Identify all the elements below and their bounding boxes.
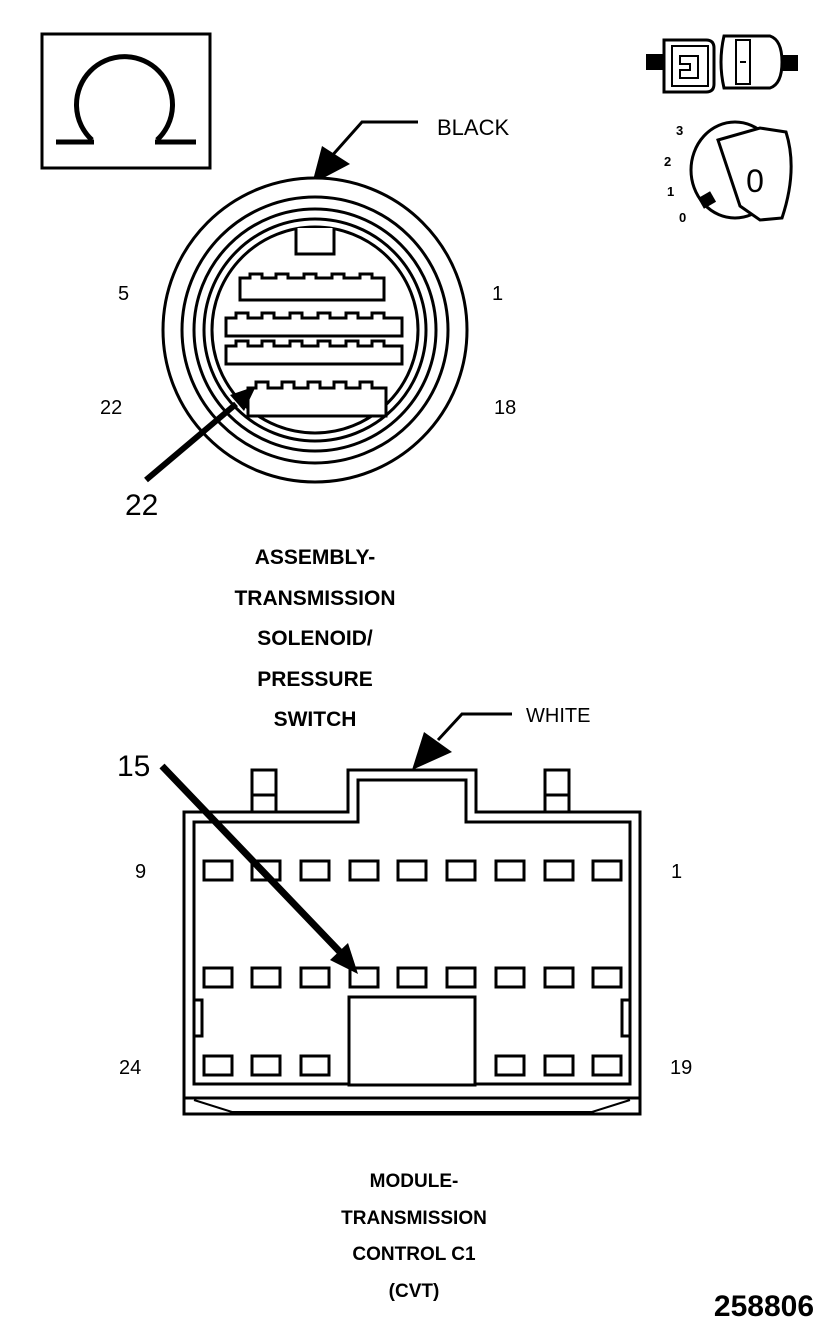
connector1-pin-5-label: 5 bbox=[118, 283, 129, 305]
connector2-title-line-4: (CVT) bbox=[389, 1281, 440, 1302]
connector2-title-line-3: CONTROL C1 bbox=[352, 1244, 476, 1265]
connector2-face: WHITE bbox=[117, 705, 692, 1116]
connector2-color-label: WHITE bbox=[526, 705, 590, 727]
connector1-title-line-4: PRESSURE bbox=[257, 668, 373, 691]
ignition-position-1: 1 bbox=[667, 184, 674, 199]
connector2-pin-9-label: 9 bbox=[135, 861, 146, 883]
connector2-pin-1-label: 1 bbox=[671, 861, 682, 883]
connector1-title-line-1: ASSEMBLY- bbox=[255, 546, 376, 569]
ignition-position-2: 2 bbox=[664, 154, 671, 169]
connector1-title-line-2: TRANSMISSION bbox=[234, 587, 395, 610]
ignition-key-off-icon: 0 3 2 1 0 bbox=[664, 120, 793, 225]
connector2-row-1 bbox=[202, 859, 623, 882]
ohmmeter-omega-icon bbox=[40, 32, 212, 170]
ignition-position-3: 3 bbox=[676, 123, 683, 138]
connector2-title-line-1: MODULE- bbox=[370, 1171, 459, 1192]
connector1-title-line-5: SWITCH bbox=[274, 708, 357, 731]
connector2-row-2 bbox=[202, 966, 623, 989]
connector2-pin-19-label: 19 bbox=[670, 1057, 692, 1079]
connector1-pin-1-label: 1 bbox=[492, 283, 503, 305]
connector1-callout-pin: 22 bbox=[125, 489, 158, 522]
ignition-position-0: 0 bbox=[679, 210, 686, 225]
connector2-row-3 bbox=[202, 1054, 623, 1077]
connector1-face: BLACK 5 1 22 18 22 bbox=[100, 115, 516, 522]
connector2-title: MODULE- TRANSMISSION CONTROL C1 (CVT) bbox=[341, 1171, 487, 1302]
connector1-title: ASSEMBLY- TRANSMISSION SOLENOID/ PRESSUR… bbox=[234, 546, 395, 731]
connector2-title-line-2: TRANSMISSION bbox=[341, 1208, 487, 1229]
connector1-pin-18-label: 18 bbox=[494, 397, 516, 419]
connector2-callout-pin: 15 bbox=[117, 750, 150, 783]
figure-number: 258806 bbox=[714, 1290, 814, 1323]
connector1-color-label: BLACK bbox=[437, 115, 509, 140]
connector2-pin-24-label: 24 bbox=[119, 1057, 141, 1079]
ignition-key-label: 0 bbox=[746, 163, 764, 199]
unplugged-connector-icon bbox=[646, 34, 798, 94]
connector1-pin-22-label: 22 bbox=[100, 397, 122, 419]
connector1-title-line-3: SOLENOID/ bbox=[257, 627, 373, 650]
